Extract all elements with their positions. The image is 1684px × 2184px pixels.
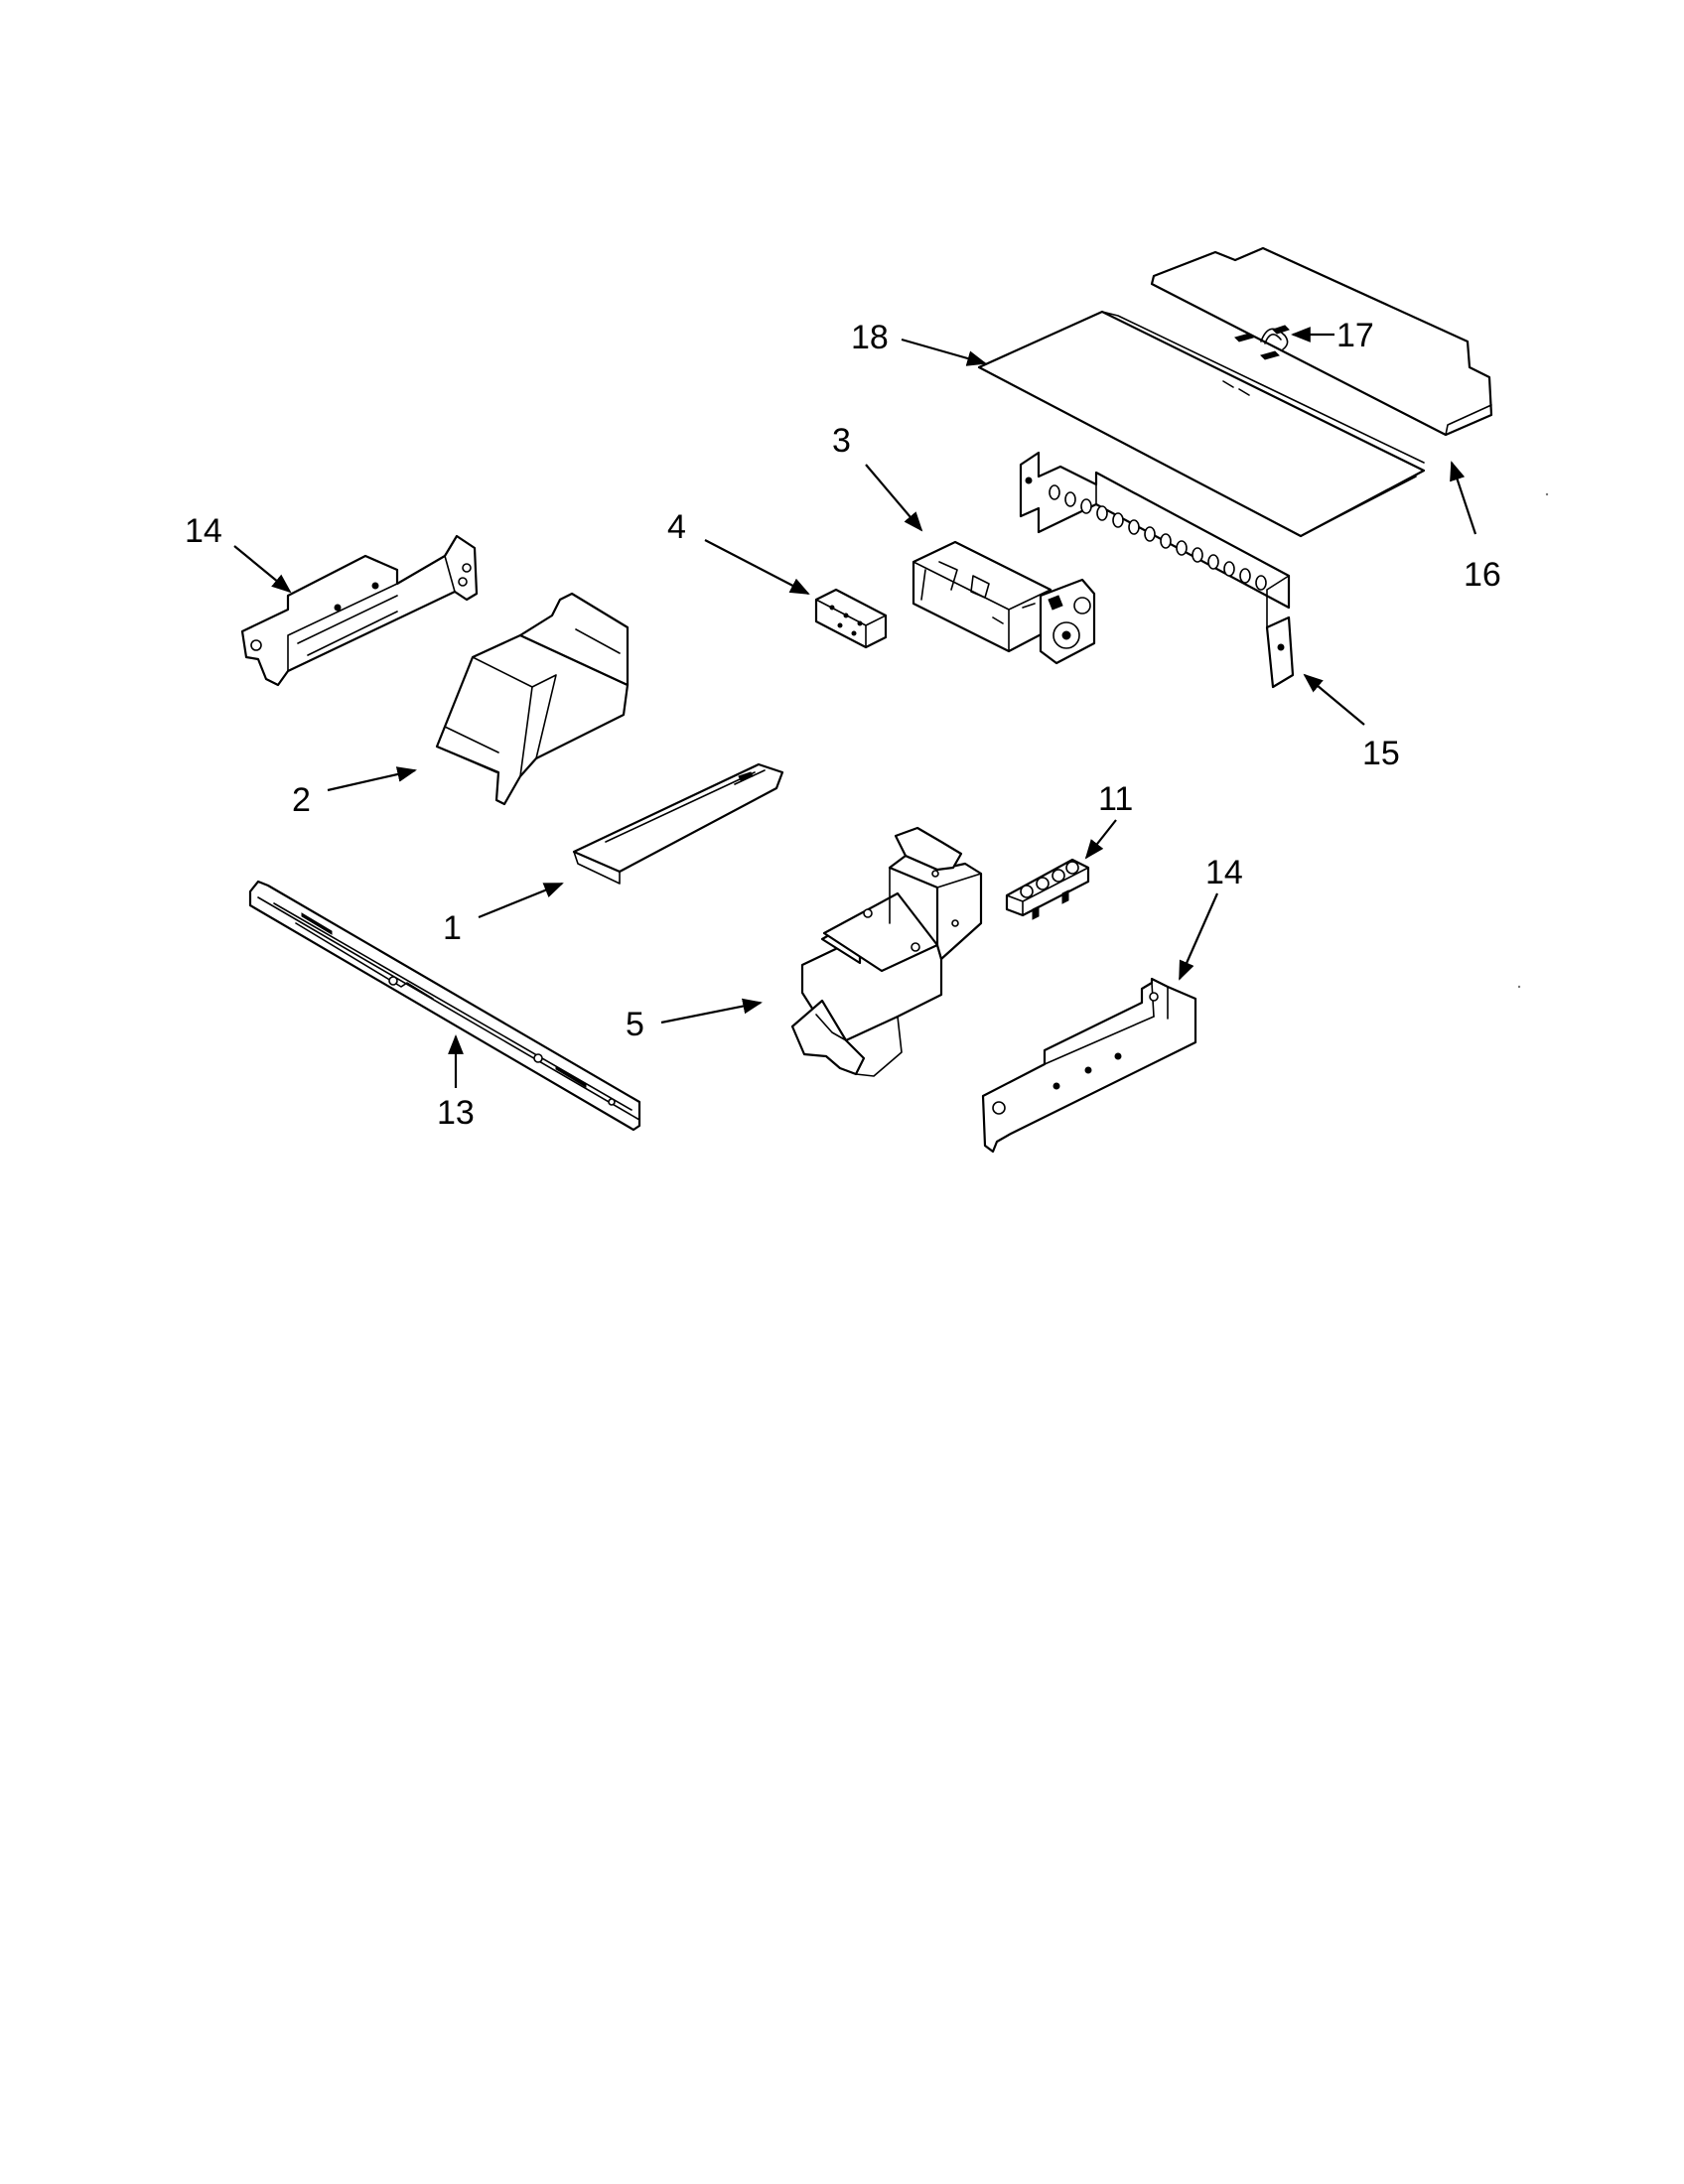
callout-15: 15 [1362, 735, 1400, 772]
part-14-bracket-left [240, 534, 479, 687]
part-16-panel [1150, 246, 1493, 437]
part-18-plate [977, 310, 1426, 538]
callout-11: 11 [1098, 780, 1133, 818]
part-5-burner-box [790, 826, 983, 1077]
callout-1: 1 [443, 909, 462, 947]
callout-3: 3 [832, 422, 851, 460]
callout-18: 18 [851, 319, 889, 356]
leader-4 [704, 539, 810, 595]
callout-14-upper: 14 [185, 512, 222, 550]
leader-15 [1303, 673, 1365, 726]
callout-17: 17 [1336, 317, 1374, 354]
leader-18 [901, 338, 987, 366]
part-3-valve [912, 540, 1096, 665]
scan-speck [1545, 492, 1549, 496]
part-1-strip [572, 762, 784, 885]
part-15-bracket [1019, 451, 1295, 689]
callout-labels: 18 17 16 3 4 14 15 2 11 14 1 5 13 [185, 317, 1501, 1132]
leader-1 [478, 882, 564, 919]
scan-speck [1517, 985, 1521, 989]
leader-3 [865, 464, 923, 532]
callout-14-lower: 14 [1205, 854, 1243, 891]
leader-5 [660, 998, 763, 1024]
leader-11 [1084, 819, 1117, 860]
part-14-bracket-right [981, 977, 1197, 1154]
leader-14b [1178, 892, 1219, 981]
callout-16: 16 [1464, 556, 1501, 594]
callout-13: 13 [437, 1094, 475, 1132]
part-4-block [814, 588, 888, 649]
leader-16 [1450, 461, 1477, 535]
callout-2: 2 [292, 781, 311, 819]
leader-2 [327, 766, 417, 792]
part-17-clip [1260, 328, 1289, 350]
leader-14a [233, 545, 292, 594]
callout-5: 5 [626, 1006, 644, 1043]
callout-4: 4 [667, 508, 686, 546]
leader-lines [233, 327, 1477, 1088]
part-15-slots [1049, 484, 1267, 591]
part-2-duct [435, 592, 630, 806]
part-11-terminal [1005, 858, 1090, 920]
part-13-rail [248, 880, 641, 1132]
